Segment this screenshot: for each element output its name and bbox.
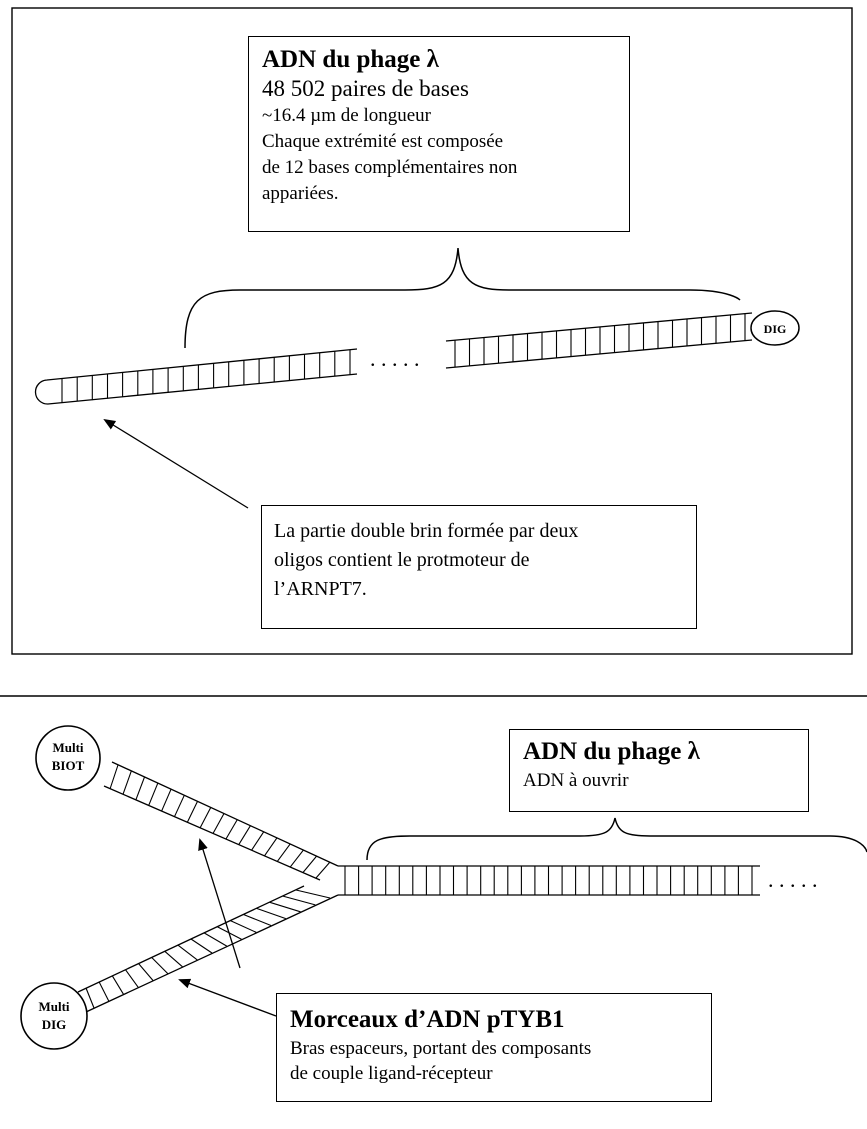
dna-rung — [295, 889, 331, 899]
pieces-line-1: Bras espaceurs, portant des composants — [290, 1038, 592, 1059]
dna-rung — [243, 913, 272, 927]
top-note-line-2: oligos contient le protmoteur de — [274, 549, 530, 571]
dna-rung — [251, 831, 265, 851]
dna-rung — [264, 837, 278, 857]
top-panel-frame — [11, 7, 853, 655]
dna-rung — [160, 789, 172, 812]
top-note-line-3: l’ARNPT7. — [274, 578, 367, 600]
dna-rung — [276, 843, 291, 862]
top-info-line-5: appariées. — [262, 183, 339, 204]
bottom-trail-dots: . . . . . — [768, 867, 818, 892]
top-info-line-2: ~16.4 µm de longueur — [262, 105, 431, 126]
bottom-lower-arm — [77, 885, 339, 1013]
top-info-line-4: de 12 bases complémentaires non — [262, 157, 518, 178]
dna-rung — [199, 807, 212, 829]
top-dna-left-segment — [34, 348, 358, 405]
dna-rung — [148, 782, 159, 806]
bottom-info-title: ADN du phage λ — [523, 738, 700, 765]
top-note-box: La partie double brin formée par deux ol… — [261, 505, 697, 629]
multi-biot-text-1: Multi — [52, 740, 83, 755]
dna-rung — [302, 855, 318, 873]
top-info-title: ADN du phage λ — [262, 46, 439, 73]
multi-dig-text-1: Multi — [38, 999, 69, 1014]
dna-rung — [85, 987, 95, 1009]
bottom-length-brace — [366, 817, 867, 861]
bottom-phage-dna — [338, 865, 760, 896]
top-dna-right-segment — [445, 312, 753, 369]
dna-rung — [177, 944, 198, 961]
dna-rung — [282, 895, 316, 906]
top-gap-dots: . . . . . — [370, 346, 420, 371]
pieces-arrow-lower — [178, 978, 277, 1017]
dna-rung — [173, 795, 185, 818]
multi-biot-bead: Multi BIOT — [35, 725, 101, 791]
dna-rung — [203, 932, 228, 947]
top-info-line-3: Chaque extrémité est composée — [262, 131, 504, 152]
pieces-box: Morceaux d’ADN pTYB1 Bras espaceurs, por… — [276, 993, 712, 1102]
dna-rung — [111, 975, 124, 995]
multi-dig-bead: Multi DIG — [20, 982, 88, 1050]
pieces-arrow-upper — [198, 838, 241, 969]
dna-rung — [230, 920, 257, 933]
top-info-box: ADN du phage λ 48 502 paires de bases ~1… — [248, 36, 630, 232]
dna-rung — [186, 801, 198, 823]
multi-dig-text-2: DIG — [42, 1017, 67, 1032]
bottom-info-box: ADN du phage λ ADN à ouvrir — [509, 729, 809, 812]
dna-rung — [151, 957, 169, 974]
top-length-brace — [184, 247, 741, 349]
multi-biot-text-2: BIOT — [52, 758, 85, 773]
dna-rung — [289, 849, 304, 868]
top-note-line-1: La partie double brin formée par deux — [274, 520, 579, 542]
top-note-arrow — [103, 418, 249, 509]
dna-rung — [124, 969, 139, 988]
top-info-line-1: 48 502 paires de bases — [262, 76, 469, 101]
bottom-info-subtitle: ADN à ouvrir — [523, 770, 629, 791]
dna-rung — [225, 819, 238, 840]
dna-rung — [315, 861, 331, 879]
dna-rung — [135, 776, 146, 801]
dna-rung — [98, 981, 110, 1002]
dna-rung — [138, 963, 154, 981]
dna-rung — [122, 770, 132, 795]
dna-rung — [164, 950, 183, 968]
dna-rung — [109, 764, 119, 790]
top-dig-label: DIG — [750, 310, 800, 346]
pieces-title: Morceaux d’ADN pTYB1 — [290, 1006, 565, 1033]
dna-rung — [256, 907, 286, 920]
bottom-upper-arm — [103, 761, 339, 881]
dna-rung — [212, 813, 225, 834]
pieces-line-2: de couple ligand-récepteur — [290, 1063, 493, 1084]
dna-rung — [269, 901, 301, 913]
dna-rung — [190, 938, 213, 954]
dna-rung — [238, 825, 251, 845]
top-dig-text: DIG — [764, 322, 787, 336]
